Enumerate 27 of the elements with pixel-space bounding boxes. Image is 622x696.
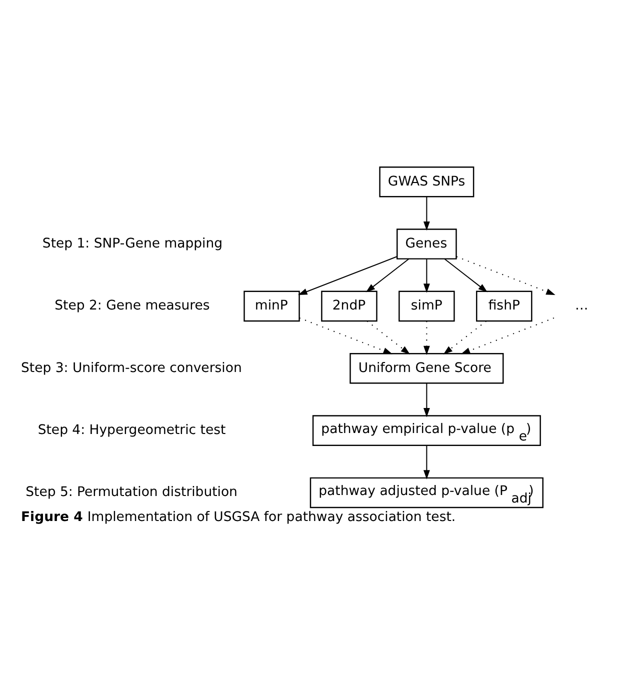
label: Step 3: Uniform-score conversion: [21, 360, 242, 376]
node-text: …: [574, 298, 588, 314]
node-box: fishP: [476, 290, 532, 322]
label: Step 2: Gene measures: [54, 298, 210, 314]
label: Step 5: Permutation distribution: [26, 484, 238, 500]
arrow: [423, 196, 430, 230]
arrow: [443, 320, 486, 354]
node-box: Genes: [396, 228, 457, 259]
arrow: [423, 382, 430, 417]
node-box: GWAS SNPs: [379, 166, 474, 197]
node-box: simP: [398, 290, 455, 322]
label: Step 1: SNP-Gene mapping: [42, 236, 223, 251]
arrow: [298, 256, 397, 294]
arrow: [366, 258, 410, 292]
node-box: minP: [244, 290, 300, 322]
node-box: Uniform Gene Score: [350, 352, 504, 384]
arrow: [299, 317, 392, 354]
caption: Figure 4 Implementation of USGSA for pathway association test.: [21, 510, 456, 525]
arrow: [423, 320, 430, 355]
arrow: [460, 317, 554, 354]
label: Step 4: Hypergeometric test: [38, 422, 226, 438]
arrow: [423, 445, 430, 479]
arrow: [423, 258, 430, 292]
arrow: [444, 258, 488, 292]
arrow: [456, 256, 556, 294]
arrow: [366, 320, 410, 354]
node-box: 2ndP: [321, 290, 378, 322]
